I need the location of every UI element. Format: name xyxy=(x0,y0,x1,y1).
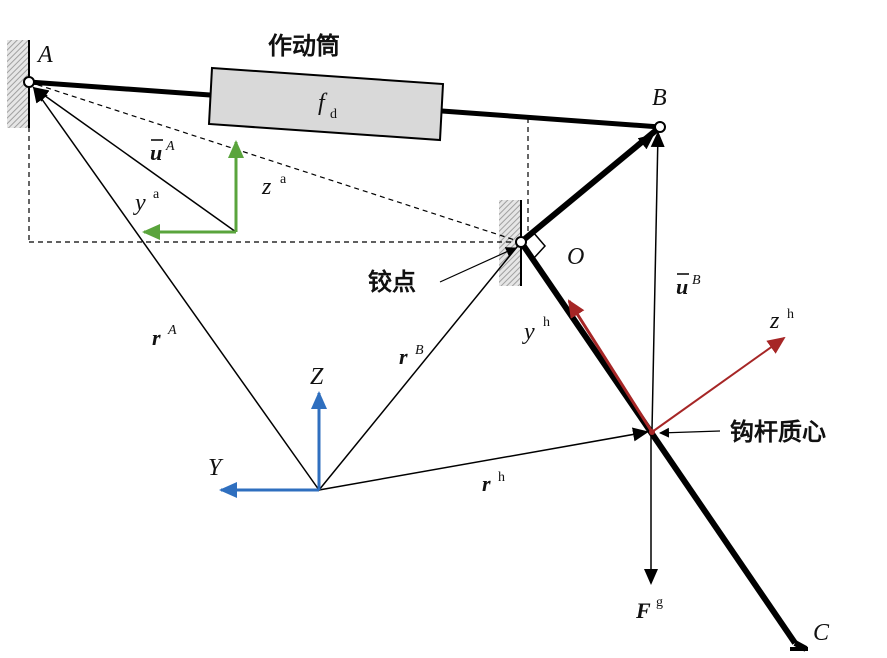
label-r-h: r h xyxy=(482,470,505,496)
svg-text:f: f xyxy=(318,90,328,116)
wall-support-a xyxy=(7,40,28,128)
vector-r-a xyxy=(32,86,320,491)
joint-b xyxy=(654,121,666,133)
label-force-fd: f d xyxy=(318,90,337,122)
joint-a xyxy=(23,76,35,88)
label-actuator: 作动筒 xyxy=(268,32,340,60)
wall-support-o xyxy=(499,200,520,286)
svg-text:d: d xyxy=(330,107,337,122)
label-point-b: B xyxy=(652,85,667,111)
svg-text:F: F xyxy=(635,598,651,623)
label-y-a: y a xyxy=(133,187,160,216)
label-z-a: z a xyxy=(261,172,287,200)
svg-text:A: A xyxy=(165,139,175,154)
svg-text:r: r xyxy=(399,344,408,369)
hinge-leader xyxy=(439,247,516,283)
right-angle-marker xyxy=(532,231,547,259)
label-global-y: Y xyxy=(208,455,224,481)
vector-u-b xyxy=(650,131,665,431)
label-gravity: F g xyxy=(635,595,663,623)
vector-r-b xyxy=(318,241,522,491)
actuator-cylinder xyxy=(207,66,445,142)
label-point-o: O xyxy=(567,244,584,270)
joint-o xyxy=(515,236,527,248)
svg-text:u: u xyxy=(150,140,162,165)
svg-text:r: r xyxy=(152,325,161,350)
vector-r-h xyxy=(318,427,649,491)
z-h-axis xyxy=(651,336,786,433)
actuator-rod-right xyxy=(441,108,661,130)
label-u-a: u A xyxy=(150,139,175,165)
svg-text:a: a xyxy=(153,187,160,202)
label-z-h: z h xyxy=(769,307,794,334)
label-y-h: y h xyxy=(522,315,550,345)
actuator-rod-left xyxy=(28,79,211,98)
label-r-a: r A xyxy=(152,323,177,350)
svg-text:y: y xyxy=(522,319,535,345)
svg-text:u: u xyxy=(676,274,688,299)
label-hinge: 铰点 xyxy=(368,268,416,296)
centroid-leader xyxy=(659,427,721,438)
svg-text:a: a xyxy=(280,172,287,187)
label-r-b: r B xyxy=(399,343,424,369)
centroid-dot xyxy=(649,429,655,435)
svg-text:g: g xyxy=(656,595,663,610)
svg-text:B: B xyxy=(692,273,701,288)
label-point-c: C xyxy=(813,620,830,646)
svg-text:A: A xyxy=(167,323,177,338)
label-global-z: Z xyxy=(310,364,324,390)
vector-o-to-b xyxy=(520,133,655,243)
svg-text:h: h xyxy=(498,470,505,485)
label-u-b: u B xyxy=(676,273,701,299)
svg-text:h: h xyxy=(787,307,794,322)
vector-u-a xyxy=(32,86,237,233)
svg-text:r: r xyxy=(482,471,491,496)
dashed-helper-lines xyxy=(28,81,529,243)
svg-text:y: y xyxy=(133,190,146,216)
hook-rod-lower xyxy=(518,240,798,645)
svg-text:z: z xyxy=(261,174,272,200)
svg-text:B: B xyxy=(415,343,424,358)
label-hook-centroid: 钩杆质心 xyxy=(730,418,826,446)
label-point-a: A xyxy=(36,42,53,68)
svg-text:z: z xyxy=(769,308,780,334)
y-h-axis xyxy=(567,299,654,433)
svg-text:h: h xyxy=(543,315,550,330)
